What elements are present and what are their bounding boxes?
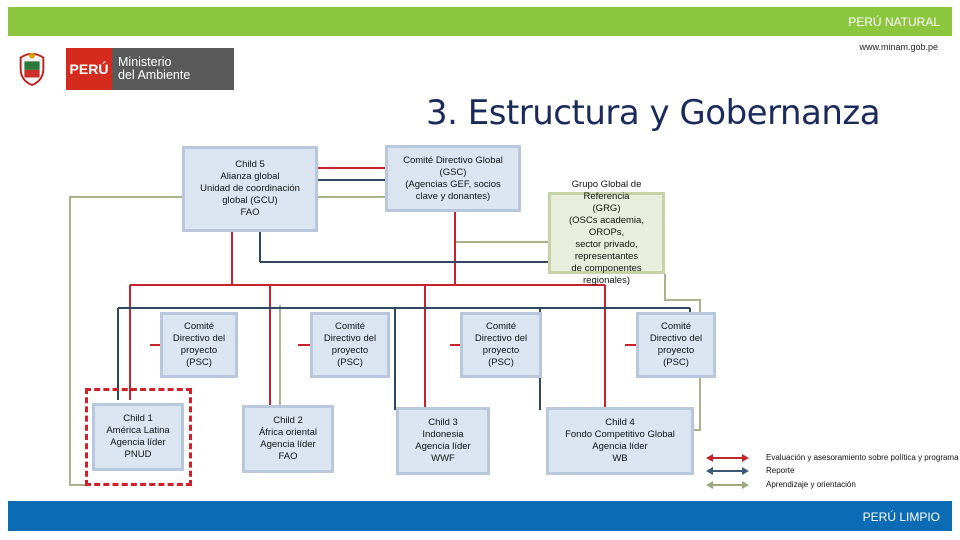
- highlight-child-1: [85, 388, 192, 486]
- bottom-banner: PERÚ LIMPIO: [8, 501, 952, 531]
- peru-label: PERÚ: [66, 48, 112, 90]
- box-global-reference-group: Grupo Global de Referencia (GRG) (OSCs a…: [548, 179, 665, 286]
- box-child-4: Child 4 Fondo Competitivo Global Agencia…: [546, 407, 694, 475]
- box-psc-4: Comité Directivo del proyecto (PSC): [636, 312, 716, 378]
- legend-report: Reporte: [766, 466, 795, 475]
- ministry-logo: PERÚ Ministerio del Ambiente: [16, 48, 234, 90]
- box-child-1: Child 1 América Latina Agencia líder PNU…: [92, 403, 184, 471]
- header-label: PERÚ NATURAL: [848, 15, 940, 29]
- coat-of-arms-icon: [19, 52, 45, 86]
- box-psc-1: Comité Directivo del proyecto (PSC): [160, 312, 238, 378]
- box-child-5: Child 5 Alianza global Unidad de coordin…: [182, 146, 318, 232]
- website-url[interactable]: www.minam.gob.pe: [859, 42, 938, 52]
- legend-learning: Aprendizaje y orientación: [766, 480, 856, 489]
- box-psc-3: Comité Directivo del proyecto (PSC): [460, 312, 542, 378]
- footer-label: PERÚ LIMPIO: [862, 510, 940, 524]
- box-global-steering-committee: Comité Directivo Global (GSC) (Agencias …: [385, 145, 521, 212]
- box-child-3: Child 3 Indonesia Agencia líder WWF: [396, 407, 490, 475]
- page-title: 3. Estructura y Gobernanza: [426, 93, 881, 133]
- box-child-2: Child 2 África oriental Agencia líder FA…: [242, 405, 334, 473]
- ministry-name: Ministerio del Ambiente: [112, 48, 234, 90]
- top-banner: PERÚ NATURAL: [8, 7, 952, 36]
- legend-evaluation: Evaluación y asesoramiento sobre polític…: [766, 453, 959, 462]
- box-psc-2: Comité Directivo del proyecto (PSC): [310, 312, 390, 378]
